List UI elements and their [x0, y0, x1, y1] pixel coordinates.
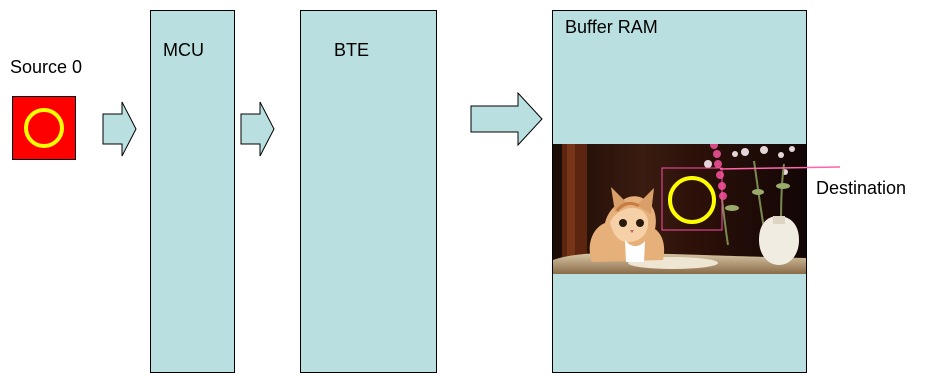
source-swatch: [12, 96, 76, 160]
destination-leader-line: [720, 166, 840, 170]
bte-label: BTE: [334, 40, 370, 60]
mcu-label: MCU: [163, 40, 204, 60]
destination-label: Destination: [816, 178, 907, 198]
bte-block: [300, 10, 437, 373]
mcu-block: [150, 10, 235, 373]
right-arrow-icon: [470, 92, 543, 146]
source-label: Source 0: [10, 57, 83, 77]
right-arrow-icon: [102, 101, 137, 157]
right-arrow-icon: [240, 101, 275, 157]
buffer-ram-label: Buffer RAM: [565, 17, 658, 37]
kitten-photo: [553, 144, 806, 274]
